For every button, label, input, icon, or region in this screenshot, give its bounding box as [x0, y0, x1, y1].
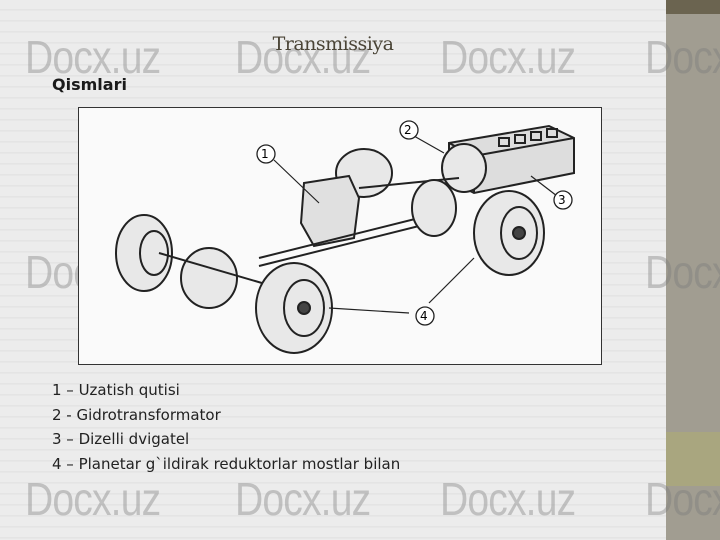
watermark: Docx.uz	[235, 31, 371, 83]
decor-band-top	[666, 0, 720, 14]
watermark: Docx.uz	[440, 31, 576, 83]
torque-converter	[335, 143, 487, 198]
gearbox	[299, 174, 361, 248]
legend-item: 1 – Uzatish qutisi	[52, 381, 180, 399]
slide-title: Transmissiya	[272, 33, 394, 55]
transmission-diagram: 1 2 3 4	[78, 107, 602, 365]
callout-2: 2	[404, 123, 412, 137]
wheel-rear-right	[473, 190, 545, 276]
watermark: Docx.uz	[25, 473, 161, 525]
shafts	[258, 177, 460, 267]
callout-4: 4	[420, 309, 428, 323]
watermark: Docx.uz	[645, 473, 720, 525]
right-decor-bar	[666, 0, 720, 540]
slide-subtitle: Qismlari	[52, 75, 127, 94]
decor-band-accent	[666, 432, 720, 486]
callout-3: 3	[558, 193, 566, 207]
parts-legend: 1 – Uzatish qutisi 2 - Gidrotransformato…	[52, 378, 400, 476]
wheel-front-left	[115, 214, 173, 292]
callout-lines	[273, 135, 558, 314]
watermark: Docx.uz	[645, 246, 720, 298]
wheel-front-right	[255, 262, 333, 354]
watermark: Docx.uz	[25, 31, 161, 83]
watermark: Docx.uz	[235, 473, 371, 525]
callout-circles	[256, 120, 573, 326]
legend-item: 3 – Dizelli dvigatel	[52, 430, 190, 448]
callout-1: 1	[261, 147, 269, 161]
watermark: Docx.uz	[440, 473, 576, 525]
legend-item: 2 - Gidrotransformator	[52, 405, 221, 424]
legend-item: 4 – Planetar g`ildirak reduktorlar mostl…	[52, 454, 401, 473]
axle-front	[158, 247, 280, 309]
watermark: Docx.uz	[645, 31, 720, 83]
